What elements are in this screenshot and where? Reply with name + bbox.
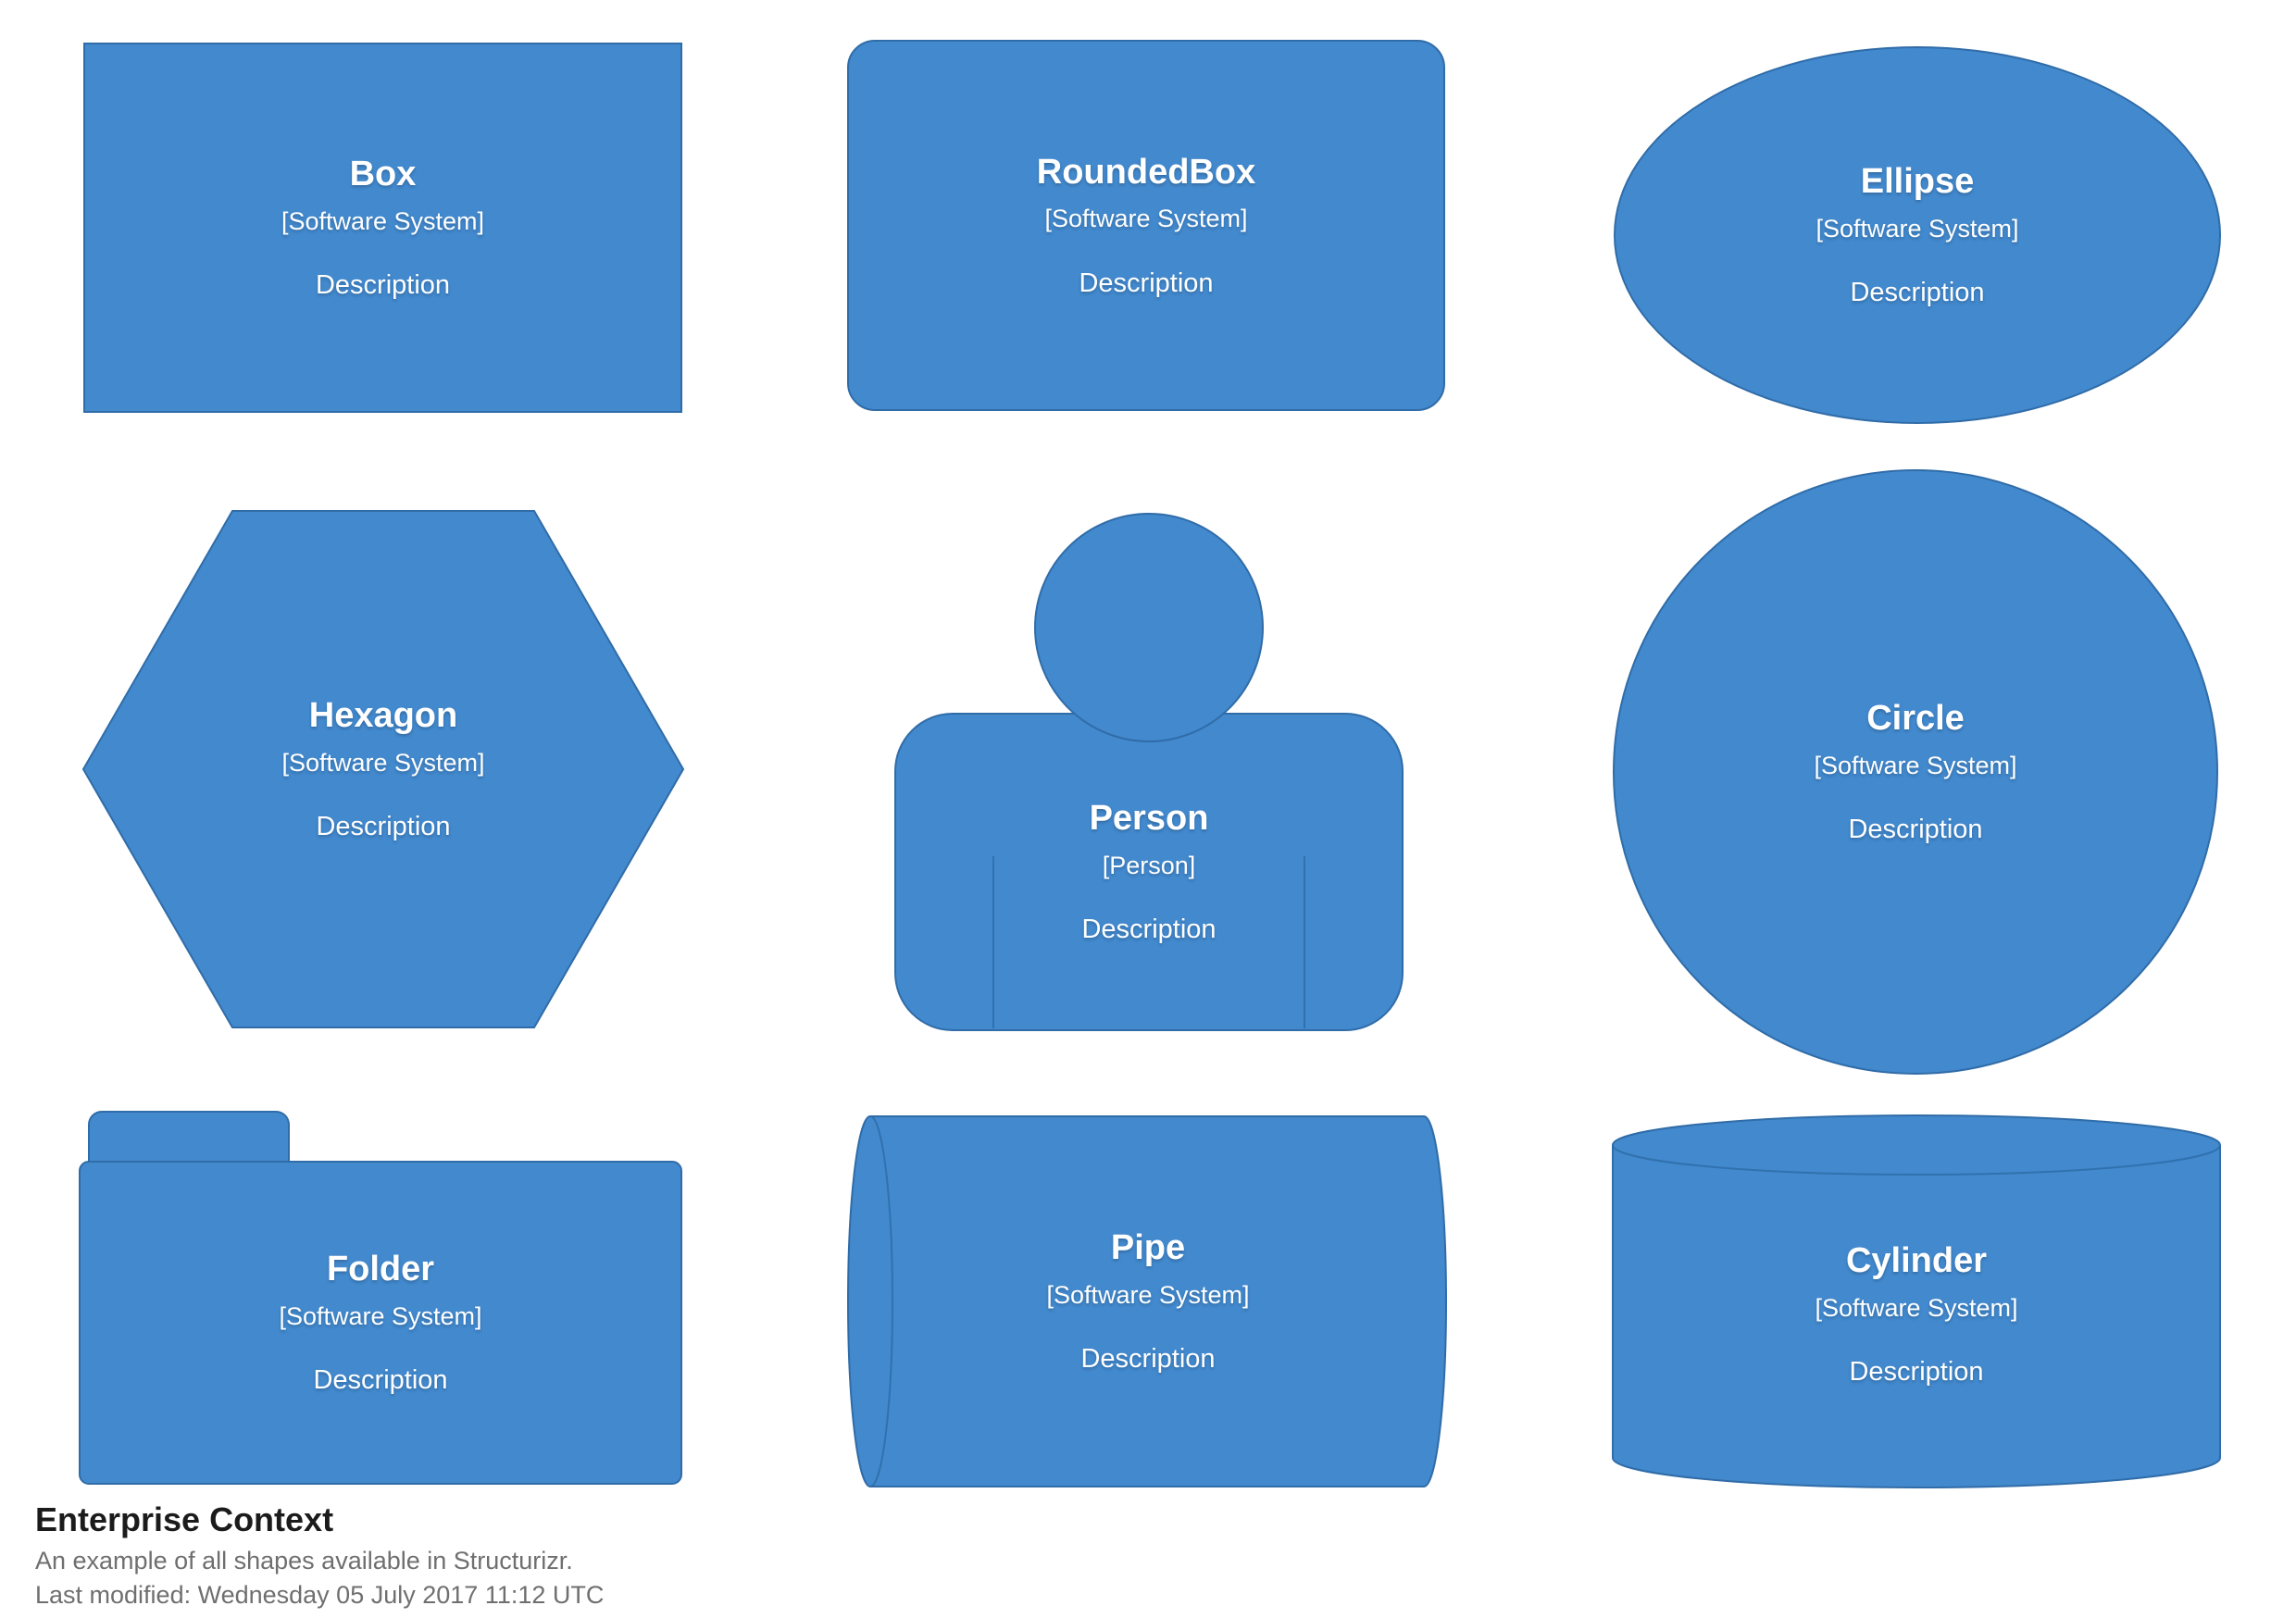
cylinder-figure bbox=[1612, 1114, 2221, 1488]
box-figure bbox=[83, 43, 682, 413]
diagram-description: An example of all shapes available in St… bbox=[35, 1547, 573, 1575]
ellipse-figure bbox=[1614, 46, 2221, 424]
shape-ellipse[interactable]: Ellipse [Software System] Description bbox=[1614, 46, 2221, 424]
diagram-last-modified: Last modified: Wednesday 05 July 2017 11… bbox=[35, 1581, 605, 1610]
shape-circle[interactable]: Circle [Software System] Description bbox=[1613, 469, 2218, 1075]
diagram-footer: Enterprise Context An example of all sha… bbox=[35, 1500, 604, 1612]
pipe-figure bbox=[847, 1115, 1447, 1487]
circle-figure bbox=[1613, 469, 2218, 1075]
shape-cylinder[interactable]: Cylinder [Software System] Description bbox=[1612, 1114, 2221, 1489]
diagram-title: Enterprise Context bbox=[35, 1500, 334, 1538]
shape-folder[interactable]: Folder [Software System] Description bbox=[79, 1111, 682, 1485]
shape-person[interactable]: Person [Person] Description bbox=[894, 512, 1404, 1032]
shape-hexagon[interactable]: Hexagon [Software System] Description bbox=[81, 509, 685, 1029]
rounded-box-figure bbox=[847, 40, 1445, 411]
shape-rounded-box[interactable]: RoundedBox [Software System] Description bbox=[847, 40, 1445, 411]
folder-figure bbox=[79, 1111, 682, 1485]
shape-pipe[interactable]: Pipe [Software System] Description bbox=[846, 1114, 1448, 1488]
shape-box[interactable]: Box [Software System] Description bbox=[83, 43, 682, 413]
person-figure bbox=[894, 513, 1404, 1031]
hexagon-figure bbox=[81, 510, 685, 1028]
